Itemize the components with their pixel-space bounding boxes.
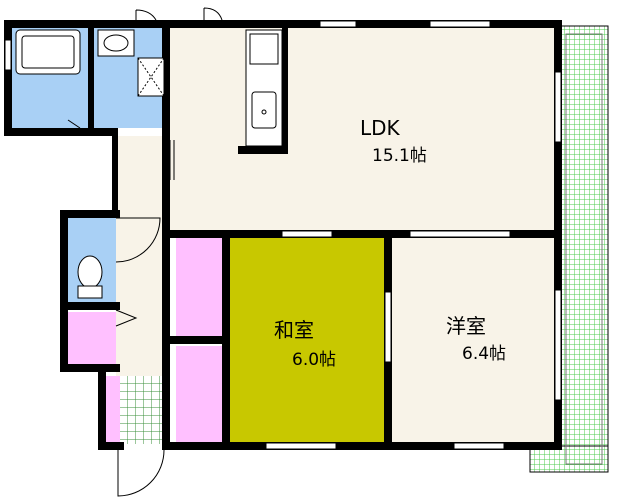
- windows: [4, 20, 562, 450]
- ldk-size: 15.1帖: [372, 146, 427, 166]
- youshitsu-size: 6.4帖: [462, 344, 507, 364]
- sliding-doors: [90, 131, 227, 436]
- ldk-floor: [166, 24, 558, 234]
- balcony: [529, 25, 609, 473]
- washitsu-name: 和室: [274, 318, 314, 342]
- youshitsu-floor: [390, 238, 558, 444]
- closet-small: [68, 312, 116, 364]
- ldk-name: LDK: [360, 116, 400, 140]
- toilet-bowl: [77, 255, 103, 299]
- entrance-closet: [104, 376, 120, 444]
- kitchen-counter: [245, 29, 283, 147]
- hall-floor: [116, 136, 166, 376]
- bathtub: [15, 29, 81, 75]
- washitsu-size: 6.0帖: [292, 350, 337, 370]
- walls: [4, 20, 562, 450]
- washbasin: [97, 29, 135, 57]
- washitsu-floor: [230, 238, 384, 444]
- entrance-floor: [120, 376, 164, 444]
- doors: [67, 7, 223, 497]
- closet-lower: [176, 346, 224, 442]
- youshitsu-name: 洋室: [446, 314, 486, 338]
- washer-space: [137, 57, 165, 97]
- closet-upper: [176, 238, 224, 336]
